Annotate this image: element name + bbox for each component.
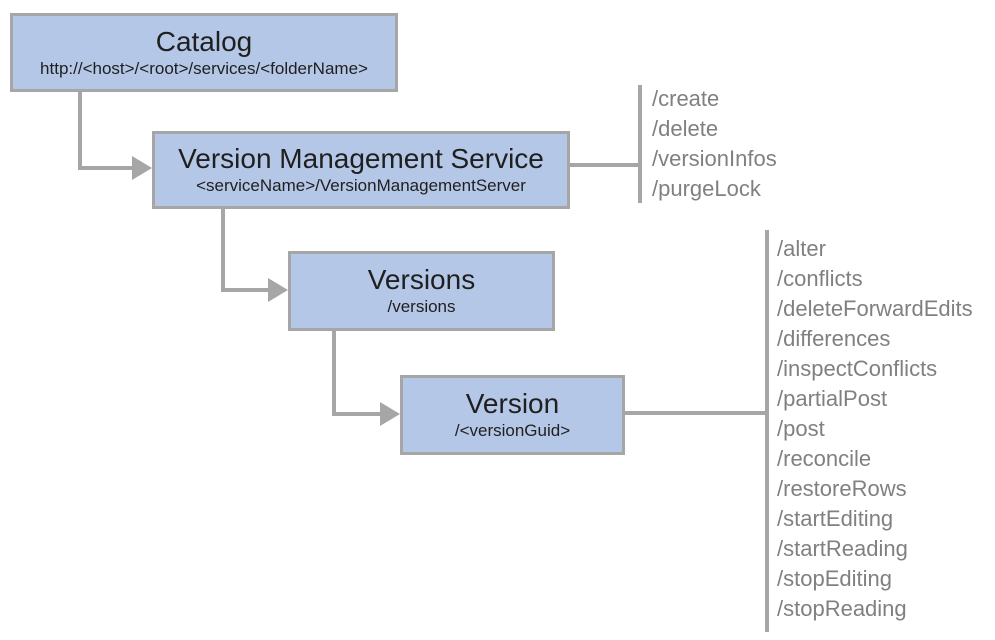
endpoint-item: /startEditing <box>777 506 894 531</box>
connector-versions-version-vertical <box>332 331 336 416</box>
endpoint-item: /stopReading <box>777 596 907 621</box>
node-version: Version /<versionGuid> <box>400 375 625 455</box>
endpoint-item: /differences <box>777 326 891 351</box>
endpoint-item: /partialPost <box>777 386 888 411</box>
connector-vms-versions-vertical <box>221 209 225 292</box>
connector-catalog-vms-horizontal <box>78 166 134 170</box>
endpoint-item: /post <box>777 416 825 441</box>
endpoint-item: /conflicts <box>777 266 863 291</box>
endpoint-item: /stopEditing <box>777 566 892 591</box>
node-version-title: Version <box>465 388 560 420</box>
connector-catalog-vms-vertical <box>78 92 82 170</box>
vms-endpoint-list: /create /delete /versionInfos /purgeLock <box>652 84 777 204</box>
version-endpoints-bracket-line <box>765 230 769 632</box>
endpoint-item: /startReading <box>777 536 908 561</box>
endpoint-item: /reconcile <box>777 446 872 471</box>
endpoint-item: /versionInfos <box>652 146 777 171</box>
connector-vms-endpoints-horizontal <box>570 163 638 167</box>
connector-versions-version-horizontal <box>332 412 382 416</box>
endpoint-item: /delete <box>652 116 719 141</box>
node-vms-title: Version Management Service <box>178 143 544 175</box>
connector-version-endpoints-horizontal <box>625 411 765 415</box>
endpoint-item: /restoreRows <box>777 476 907 501</box>
node-catalog: Catalog http://<host>/<root>/services/<f… <box>10 13 398 92</box>
node-version-management-service: Version Management Service <serviceName>… <box>152 131 570 209</box>
node-versions-title: Versions <box>367 264 476 296</box>
node-vms-subtitle: <serviceName>/VersionManagementServer <box>196 176 526 196</box>
node-versions: Versions /versions <box>288 251 555 331</box>
arrowhead-icon <box>380 402 400 426</box>
arrowhead-icon <box>132 156 152 180</box>
node-version-subtitle: /<versionGuid> <box>454 421 571 441</box>
arrowhead-icon <box>268 278 288 302</box>
node-catalog-subtitle: http://<host>/<root>/services/<folderNam… <box>40 58 368 78</box>
node-versions-subtitle: /versions <box>387 297 456 317</box>
connector-vms-versions-horizontal <box>221 288 270 292</box>
node-catalog-title: Catalog <box>155 25 253 57</box>
endpoint-item: /alter <box>777 236 826 261</box>
endpoint-item: /inspectConflicts <box>777 356 938 381</box>
endpoint-item: /purgeLock <box>652 176 761 201</box>
vms-endpoints-bracket-line <box>638 85 642 203</box>
version-endpoint-list: /alter /conflicts /deleteForwardEdits /d… <box>777 234 973 624</box>
endpoint-item: /deleteForwardEdits <box>777 296 973 321</box>
endpoint-item: /create <box>652 86 720 111</box>
